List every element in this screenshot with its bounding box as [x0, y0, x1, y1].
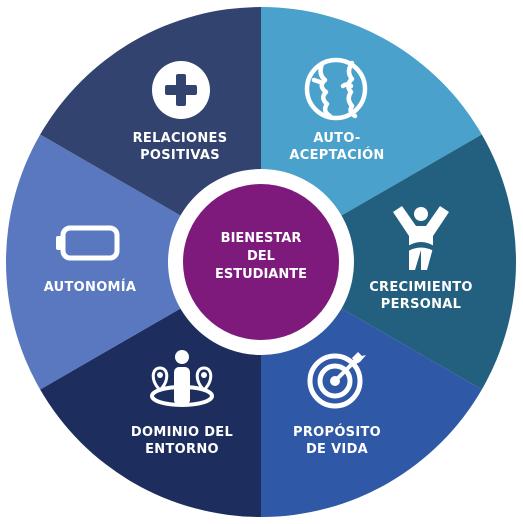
label-auto-aceptacion: AUTO-ACEPTACIÓN	[289, 131, 385, 163]
segment-crecimiento-personal	[261, 134, 517, 390]
label-autonomia: AUTONOMÍA	[43, 280, 137, 295]
plus-icon	[152, 61, 210, 119]
center-disc	[183, 184, 339, 340]
location-person-icon	[150, 350, 214, 407]
target-icon	[307, 352, 366, 409]
battery-icon	[56, 225, 120, 261]
person-growth-icon	[393, 206, 449, 270]
faces-icon	[304, 57, 368, 121]
segment-autonomia	[5, 134, 261, 390]
